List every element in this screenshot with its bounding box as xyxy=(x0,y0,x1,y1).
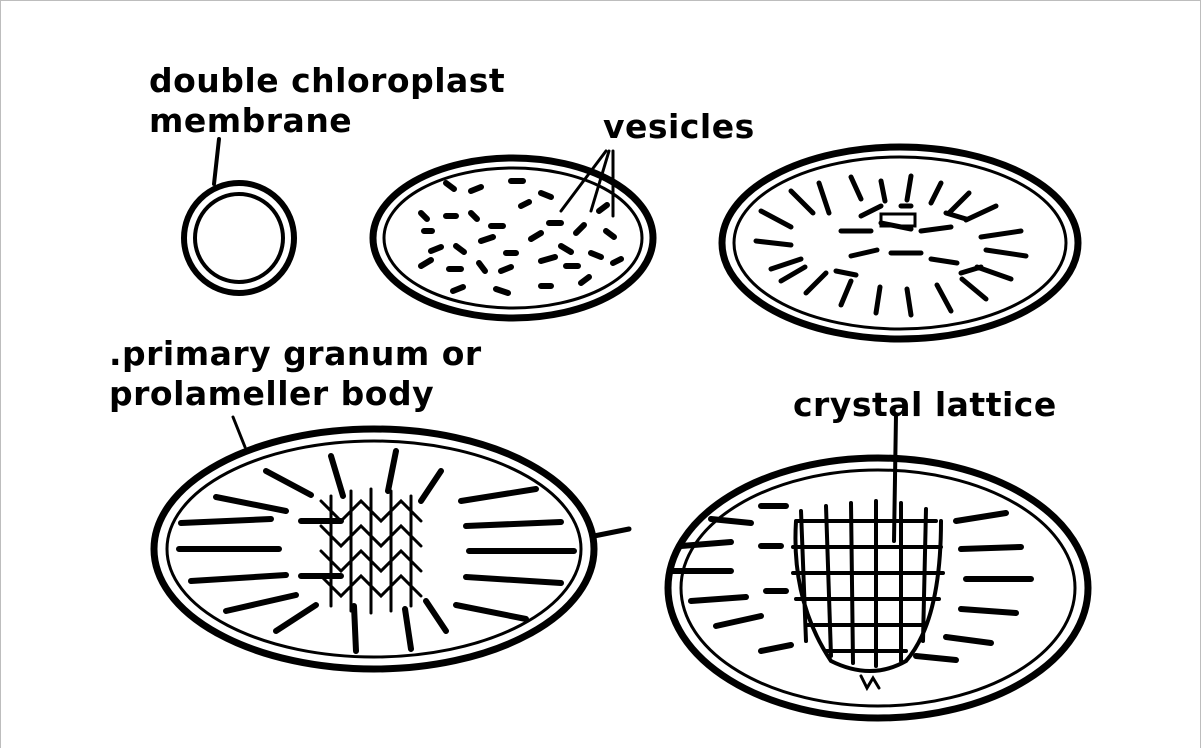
prolamellar-lattice xyxy=(321,489,421,613)
vesicle-marks xyxy=(421,181,621,293)
stage-5-crystal-lattice-plastid xyxy=(668,415,1088,718)
thylakoid-marks xyxy=(756,176,1026,315)
outer-membrane xyxy=(184,183,294,293)
crystal-lattice-grid xyxy=(793,501,943,671)
lamellae-marks xyxy=(179,451,574,651)
leader-line-membrane xyxy=(214,139,219,184)
stage-3-prolamellar-forming xyxy=(722,147,1078,339)
leader-arrow xyxy=(594,529,629,536)
inner-membrane xyxy=(195,194,283,282)
leader-line-granum xyxy=(233,417,245,447)
stage-2-vesicle-plastid xyxy=(373,151,653,318)
stage-1-proplastid xyxy=(184,139,294,293)
stage-4-prolamellar-body xyxy=(154,417,629,669)
stromal-mark xyxy=(861,676,879,688)
plastid-inner-membrane xyxy=(384,168,642,308)
